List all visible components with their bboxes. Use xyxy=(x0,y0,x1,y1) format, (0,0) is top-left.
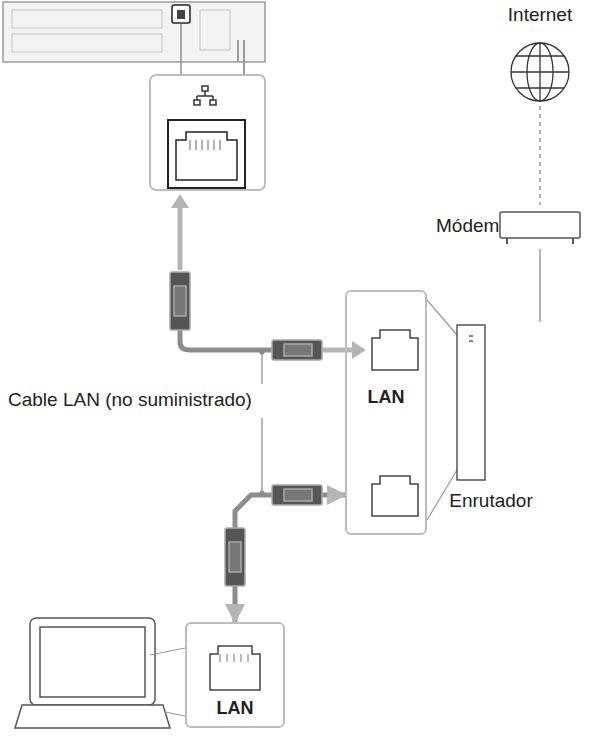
network-link xyxy=(539,106,541,205)
leader-line xyxy=(260,350,264,354)
modem-device xyxy=(499,208,581,248)
network-symbol xyxy=(210,100,216,105)
network-symbol xyxy=(202,86,208,91)
network-symbol xyxy=(197,91,213,100)
port-closeup xyxy=(176,132,237,180)
lan-plug xyxy=(170,272,190,330)
lan-cable xyxy=(178,206,183,270)
lan-plug xyxy=(284,489,312,501)
router-port xyxy=(372,330,418,516)
laptop xyxy=(15,705,170,728)
lan-cable xyxy=(171,194,189,208)
lan-plug xyxy=(272,340,322,360)
lan-cable xyxy=(180,330,272,350)
router-port xyxy=(372,476,418,516)
lan-panel: LAN xyxy=(345,290,427,535)
receiver-unit xyxy=(12,34,162,52)
laptop-port xyxy=(210,646,260,690)
laptop-port xyxy=(210,646,260,690)
router-lights xyxy=(469,336,473,341)
lan-plug xyxy=(225,528,245,586)
laptop xyxy=(150,648,185,716)
network-link xyxy=(539,249,541,322)
lan-cable xyxy=(352,341,366,359)
cable-label: Cable LAN (no suministrado) xyxy=(8,389,252,411)
device-label: Enrutador xyxy=(449,490,532,512)
receiver-unit xyxy=(12,10,162,28)
receiver-unit xyxy=(177,10,185,19)
port-closeup xyxy=(150,75,265,190)
receiver-unit xyxy=(3,2,265,62)
laptop-port xyxy=(220,654,248,662)
internet-globe xyxy=(516,56,564,88)
router-body xyxy=(457,325,485,480)
router-port xyxy=(372,330,418,370)
device-label: Módem xyxy=(436,215,499,237)
port-closeup xyxy=(190,140,220,150)
lan-cable xyxy=(235,495,345,622)
lan-plug xyxy=(170,272,322,586)
lan-port-box: LAN xyxy=(185,622,285,728)
port-closeup xyxy=(150,75,265,190)
network-symbol xyxy=(194,100,200,105)
leader-line xyxy=(261,352,262,384)
lan-plug xyxy=(174,286,186,316)
laptop xyxy=(40,627,145,697)
leader-line xyxy=(260,350,264,495)
leader-line xyxy=(261,418,262,493)
router-node: Enrutador xyxy=(435,322,547,517)
lan-plug xyxy=(229,542,241,572)
port-closeup xyxy=(168,120,245,188)
internet-node: Internet xyxy=(486,4,592,106)
router-device xyxy=(456,324,488,484)
modem-node: Módem xyxy=(436,205,588,249)
lan-plug xyxy=(272,485,322,505)
port-label: LAN xyxy=(366,387,407,408)
internet-globe xyxy=(511,43,569,101)
internet-globe xyxy=(511,71,569,72)
lan-cable xyxy=(322,348,354,353)
modem-body xyxy=(500,212,580,238)
receiver-unit xyxy=(172,5,190,23)
port-label: LAN xyxy=(215,698,256,719)
device-label: Internet xyxy=(508,4,572,26)
receiver-unit xyxy=(200,10,230,50)
lan-cable xyxy=(171,194,366,359)
laptop xyxy=(15,618,185,728)
callout-line xyxy=(427,300,457,520)
laptop xyxy=(30,618,155,705)
network-symbol xyxy=(194,86,216,105)
internet-globe xyxy=(511,43,569,101)
modem-feet xyxy=(507,238,573,244)
lan-plug xyxy=(284,344,312,356)
receiver-unit xyxy=(180,23,181,75)
